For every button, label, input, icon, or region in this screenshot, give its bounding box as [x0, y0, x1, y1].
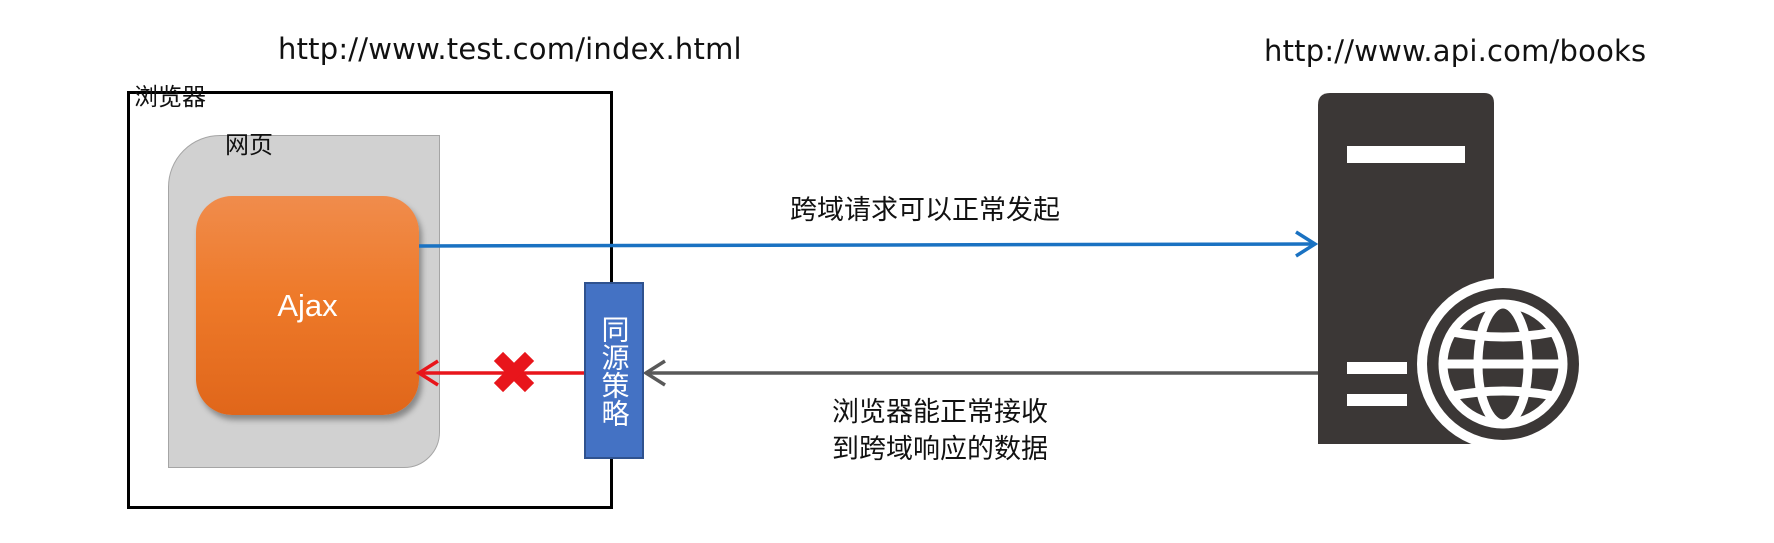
server-url: http://www.api.com/books: [1264, 34, 1647, 68]
ajax-label: Ajax: [277, 287, 338, 323]
blocked-arrow: [415, 359, 584, 387]
ajax-box: Ajax: [196, 196, 419, 415]
same-origin-policy-bar: 同源策略: [584, 282, 644, 459]
same-origin-policy-label: 同源策略: [597, 314, 631, 427]
webpage-label: 网页: [225, 131, 273, 159]
request-caption: 跨域请求可以正常发起: [790, 195, 1060, 226]
response-caption-line2: 到跨域响应的数据: [832, 434, 1048, 465]
response-arrow: [642, 359, 1320, 387]
client-url: http://www.test.com/index.html: [278, 32, 742, 66]
request-arrow: [418, 230, 1319, 258]
browser-label: 浏览器: [134, 83, 206, 111]
web-server-icon: [1318, 93, 1589, 450]
response-caption: 浏览器能正常接收 到跨域响应的数据: [790, 394, 1090, 468]
cross-mark-icon: [493, 351, 535, 393]
response-caption-line1: 浏览器能正常接收: [832, 397, 1048, 428]
